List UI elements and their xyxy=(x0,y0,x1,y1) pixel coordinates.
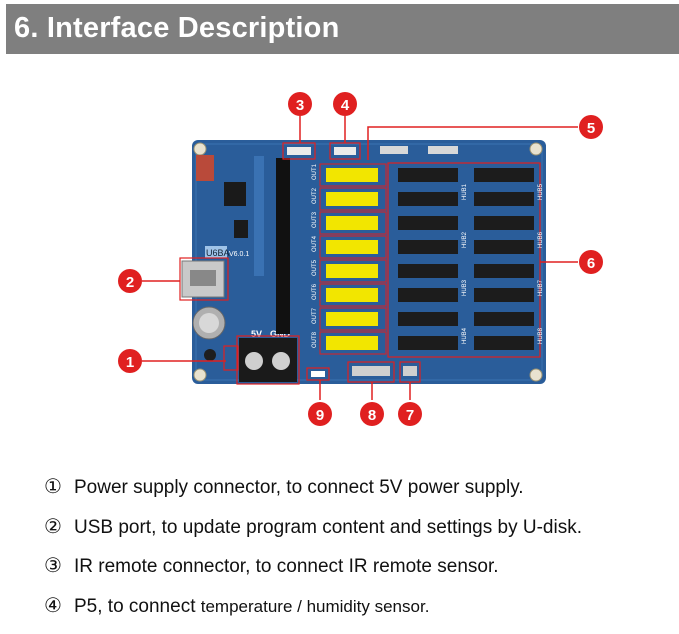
item-number: ③ xyxy=(44,555,62,577)
hub-connector xyxy=(474,264,534,278)
section-title: 6. Interface Description xyxy=(14,12,340,44)
svg-text:1: 1 xyxy=(126,354,134,371)
callout-5: 5 xyxy=(579,115,603,139)
output-connector-2 xyxy=(326,192,378,206)
ir-connector xyxy=(287,147,311,155)
output-connector-1 xyxy=(326,168,378,182)
output-label: OUT1 xyxy=(312,163,318,180)
hub-label: HUB6 xyxy=(538,231,544,248)
hub-connector xyxy=(474,216,534,230)
svg-text:3: 3 xyxy=(296,97,304,114)
power-label-5v: 5V xyxy=(251,329,262,339)
vertical-pin-header xyxy=(276,158,290,334)
svg-text:6: 6 xyxy=(587,255,595,272)
callout-2: 2 xyxy=(118,269,142,293)
description-item-2: ② USB port, to update program content and… xyxy=(44,514,582,539)
svg-text:4: 4 xyxy=(341,97,350,114)
version-label: V6.0.1 xyxy=(229,251,249,258)
hub-connector xyxy=(474,240,534,254)
svg-text:5: 5 xyxy=(587,120,595,137)
output-connector-8 xyxy=(326,336,378,350)
output-label: OUT8 xyxy=(312,331,318,348)
callout-7: 7 xyxy=(398,402,422,426)
output-label: OUT7 xyxy=(312,307,318,324)
hub-connector xyxy=(474,336,534,350)
callout-8: 8 xyxy=(360,402,384,426)
hub-label: HUB5 xyxy=(538,183,544,200)
description-item-3: ③ IR remote connector, to connect IR remo… xyxy=(44,553,499,578)
output-connector-5 xyxy=(326,264,378,278)
output-connector-3 xyxy=(326,216,378,230)
hub-connector xyxy=(474,168,534,182)
hub-connector xyxy=(398,240,458,254)
callout-9: 9 xyxy=(308,402,332,426)
item-text: IR remote connector, to connect IR remot… xyxy=(74,556,499,577)
hub-connector xyxy=(474,288,534,302)
svg-text:9: 9 xyxy=(316,407,324,424)
callout-4: 4 xyxy=(333,92,357,116)
model-label-bg xyxy=(205,246,227,258)
output-label: OUT3 xyxy=(312,211,318,228)
hub-label: HUB7 xyxy=(538,279,544,296)
hub-connector xyxy=(398,264,458,278)
callout-3: 3 xyxy=(288,92,312,116)
description-item-1: ① Power supply connector, to connect 5V p… xyxy=(44,474,524,499)
item-text: P5, to connect xyxy=(74,596,196,617)
hub-connector xyxy=(398,216,458,230)
test-button xyxy=(311,371,325,377)
hub-label: HUB4 xyxy=(462,327,468,344)
section-header: 6. Interface Description xyxy=(6,4,679,54)
item-text: USB port, to update program content and … xyxy=(74,517,582,538)
output-label: OUT6 xyxy=(312,283,318,300)
callout-lines xyxy=(142,116,578,400)
hub-connector xyxy=(398,336,458,350)
output-label: OUT4 xyxy=(312,235,318,252)
hub-connector xyxy=(398,312,458,326)
description-item-4: ④ P5, to connect temperature / humidity s… xyxy=(44,593,429,618)
bottom-header-8 xyxy=(352,366,390,376)
mounting-holes xyxy=(193,142,543,382)
item-number: ② xyxy=(44,516,62,538)
board-figure: U6BA V6.0.1 5V GND OUT1OUT2OUT3OUT4OUT5O… xyxy=(0,80,679,440)
svg-text:7: 7 xyxy=(406,407,414,424)
bottom-header-7 xyxy=(403,366,417,376)
callout-1: 1 xyxy=(118,349,142,373)
hub-connector xyxy=(398,192,458,206)
hub-label: HUB3 xyxy=(462,279,468,296)
chip xyxy=(224,182,246,206)
output-label: OUT5 xyxy=(312,259,318,276)
item-text: Power supply connector, to connect 5V po… xyxy=(74,477,524,498)
item-number: ④ xyxy=(44,595,62,617)
output-label: OUT2 xyxy=(312,187,318,204)
model-label: U6BA xyxy=(206,248,230,258)
hub-label: HUB2 xyxy=(462,231,468,248)
output-connector-6 xyxy=(326,288,378,302)
hub-label: HUB1 xyxy=(462,183,468,200)
svg-text:2: 2 xyxy=(126,274,134,291)
hub-label: HUB8 xyxy=(538,327,544,344)
callout-markers: 3 4 5 6 2 1 9 8 7 xyxy=(118,92,603,426)
svg-text:8: 8 xyxy=(368,407,376,424)
hub-connector xyxy=(398,168,458,182)
item-number: ① xyxy=(44,476,62,498)
p5-connector xyxy=(334,147,356,155)
output-connector-4 xyxy=(326,240,378,254)
callout-6: 6 xyxy=(579,250,603,274)
hub-region xyxy=(387,162,541,358)
item-text-small: temperature / humidity sensor. xyxy=(200,597,430,616)
output-connector-7 xyxy=(326,312,378,326)
hub-connector xyxy=(474,312,534,326)
hub-connector xyxy=(398,288,458,302)
hub-connector xyxy=(474,192,534,206)
